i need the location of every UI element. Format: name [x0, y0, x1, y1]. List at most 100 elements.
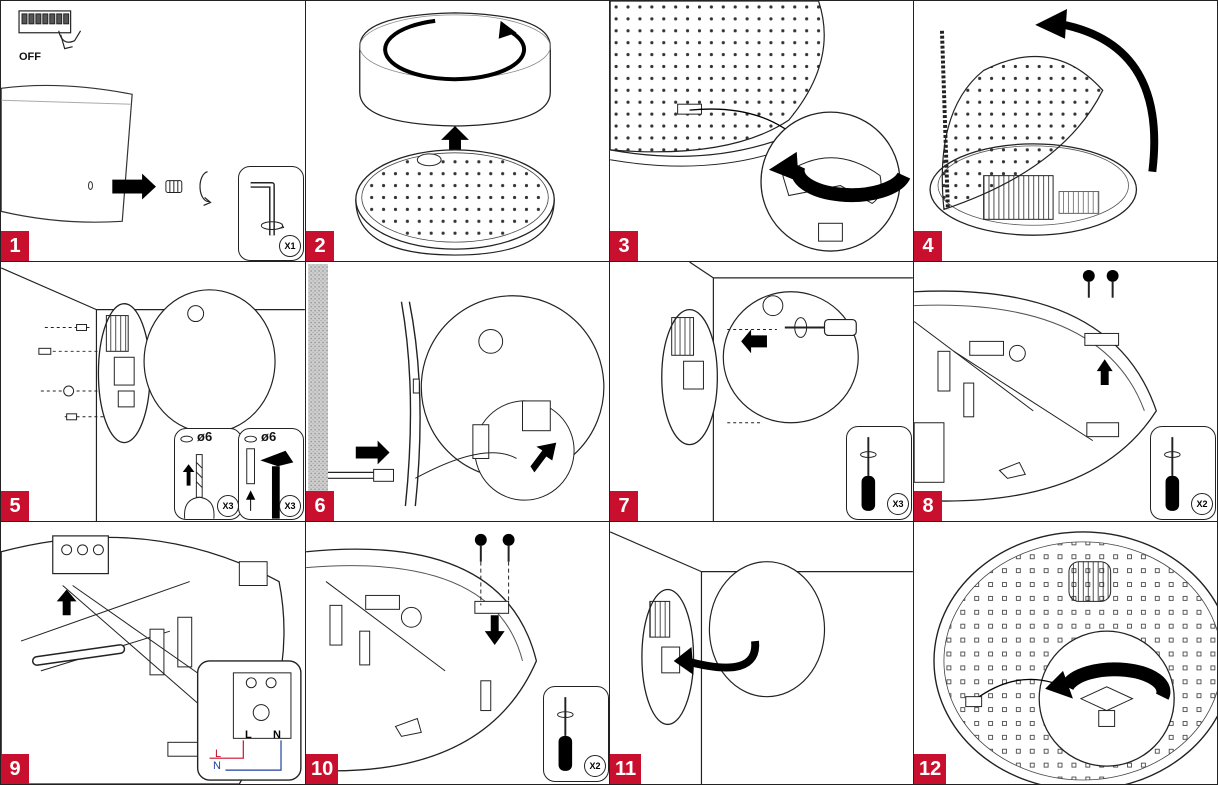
quantity-badge: X3	[279, 495, 301, 517]
screwdriver-tool-box: X2	[1150, 426, 1216, 520]
step-12-illustration	[933, 531, 1217, 784]
tilted-diffuser	[939, 30, 1104, 211]
step-number-badge: 4	[914, 231, 942, 261]
wall-mounted-base	[661, 308, 718, 446]
open-diffuser-disc	[722, 291, 859, 424]
curved-arrow	[684, 640, 760, 672]
step-8-panel: X2 8	[913, 261, 1218, 522]
diffuser-plate	[355, 149, 555, 256]
hammer-tool-box: ø6 X3	[238, 428, 304, 520]
step-number-badge: 11	[610, 754, 642, 784]
hex-key-icon	[250, 181, 285, 236]
step-number-badge: 3	[610, 231, 638, 261]
step-1-illustration	[1, 10, 212, 223]
step-5-panel: ø6 X3 ø6 X3 5	[0, 261, 306, 522]
lamp-body-side	[1, 84, 133, 223]
step-11-panel: 11	[609, 521, 914, 785]
zoom-detail-circle	[760, 111, 911, 252]
step-8-illustration	[914, 269, 1158, 502]
terminal-n-label: N	[273, 729, 281, 741]
screwdriver-icon	[860, 437, 877, 511]
drill-size-label: ø6	[261, 429, 277, 444]
lamp-side-profile	[400, 301, 421, 507]
step-6-illustration	[308, 263, 605, 513]
terminal-l-label: L	[245, 729, 252, 741]
arrow-up	[56, 589, 77, 616]
step-number-badge: 9	[1, 754, 29, 784]
step-2-illustration	[355, 12, 555, 256]
step-number-badge: 12	[914, 754, 947, 784]
step-2-panel: 2	[305, 0, 610, 262]
step-3-panel: 3	[609, 0, 914, 262]
arrow-right	[355, 440, 390, 465]
hammer-icon	[244, 435, 294, 519]
screwdriver-tool-box: X2	[543, 686, 609, 782]
hex-key-tool-box: X1	[238, 166, 304, 261]
step-number-badge: 7	[610, 491, 638, 521]
zoom-detail-circle	[415, 295, 605, 501]
terminal-detail-box	[196, 660, 302, 781]
step-9-panel: L N L N 9	[0, 521, 306, 785]
off-label: OFF	[19, 51, 41, 63]
open-diffuser-disc	[143, 289, 276, 434]
lamp-plate-closeup	[610, 1, 831, 167]
curved-arrow	[1052, 18, 1159, 173]
drill-tool-box: ø6 X3	[174, 428, 242, 520]
cover-dome	[359, 12, 551, 127]
quantity-badge: X2	[1191, 493, 1213, 515]
base-interior	[914, 290, 1158, 502]
step-10-panel: X2 10	[305, 521, 610, 785]
fixing-screws	[1082, 269, 1119, 298]
wall-mounted-base	[641, 588, 695, 726]
drill-bit-icon	[180, 435, 215, 519]
arrow-up	[1096, 359, 1113, 386]
rotate-arrow-icon	[790, 162, 911, 203]
zoom-detail-circle	[1038, 630, 1175, 767]
step-number-badge: 1	[1, 231, 29, 261]
step-number-badge: 6	[306, 491, 334, 521]
step-7-illustration	[661, 262, 913, 521]
quantity-badge: X2	[584, 755, 606, 777]
mounting-screws	[38, 324, 105, 421]
quantity-badge: X3	[887, 493, 909, 515]
step-1-panel: OFF X1 1	[0, 0, 306, 262]
wall-mounted-base	[97, 303, 151, 444]
step-10-illustration	[306, 533, 538, 772]
step-7-panel: X3 7	[609, 261, 914, 522]
screwdriver-icon	[784, 317, 857, 338]
arrow-right	[112, 173, 156, 200]
base-interior	[306, 548, 538, 772]
screwdriver-icon	[1164, 437, 1181, 511]
arrow-up	[441, 126, 469, 160]
arrow-down	[484, 615, 505, 646]
step-number-badge: 5	[1, 491, 29, 521]
breaker-panel-icon	[18, 10, 82, 50]
step-4-illustration	[929, 8, 1159, 236]
step-3-illustration	[610, 1, 911, 252]
step-5-illustration	[1, 267, 305, 521]
closing-diffuser-disc	[708, 561, 826, 698]
drill-size-label: ø6	[197, 429, 213, 444]
screw-icon	[165, 180, 183, 194]
step-6-panel: 6	[305, 261, 610, 522]
step-11-illustration	[610, 531, 913, 784]
step-number-badge: 10	[306, 754, 339, 784]
step-number-badge: 2	[306, 231, 334, 261]
terminal-block	[52, 535, 109, 575]
wire-n-label: N	[213, 760, 221, 772]
rotate-arrow-icon	[383, 18, 526, 82]
quantity-badge: X3	[217, 495, 239, 517]
step-4-panel: 4	[913, 0, 1218, 262]
step-12-panel: 12	[913, 521, 1218, 785]
screwdriver-tool-box: X3	[846, 426, 912, 520]
step-number-badge: 8	[914, 491, 942, 521]
screwdriver-icon	[557, 697, 574, 771]
fixing-screws	[474, 533, 515, 606]
step-9-illustration	[1, 535, 302, 784]
wire-l-label: L	[215, 748, 222, 760]
wall-texture	[308, 263, 328, 513]
quantity-badge: X1	[279, 235, 301, 257]
rotate-arrow-icon	[1060, 662, 1171, 700]
rotate-arrow-icon	[199, 171, 210, 203]
